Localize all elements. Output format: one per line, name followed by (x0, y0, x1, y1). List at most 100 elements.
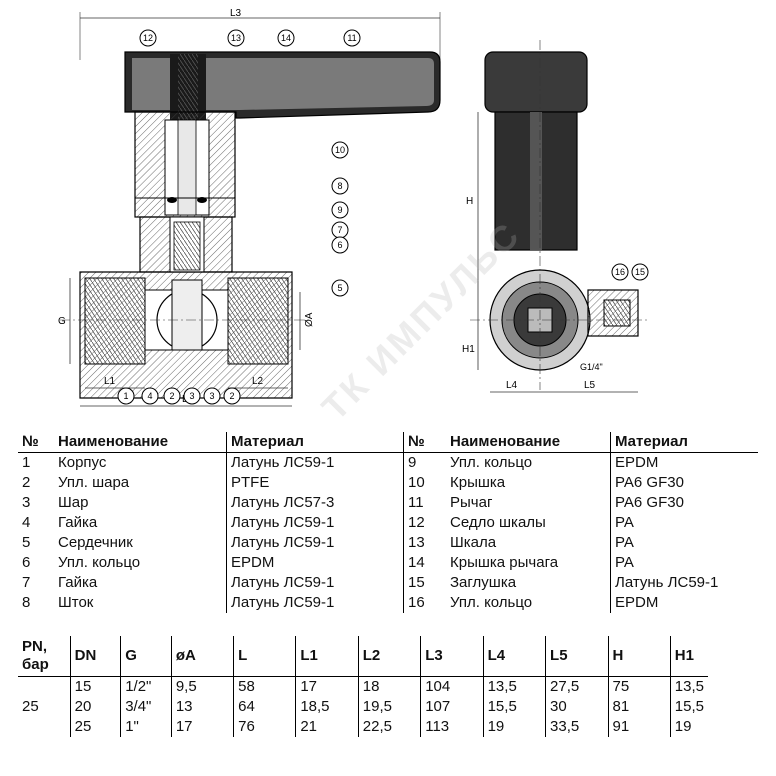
dim-cell: 20 (69, 697, 121, 717)
dim-l2: L2 (228, 376, 288, 389)
col-l5: L5 (545, 636, 608, 677)
part-material: Латунь ЛС59-1 (226, 452, 404, 473)
dim-cell: 21 (295, 717, 359, 737)
col-l2: L2 (357, 636, 421, 677)
part-name: Упл. кольцо (450, 454, 533, 471)
pn-cell (18, 717, 70, 737)
dim-cell: 91 (607, 717, 671, 737)
part-material: PA (610, 513, 758, 533)
dim-cell: 27,5 (545, 676, 608, 697)
dim-cell: 22,5 (357, 717, 421, 737)
callout-2a: 2 (169, 391, 174, 401)
col-name: Наименование (54, 432, 227, 453)
part-material: Латунь ЛС59-1 (226, 593, 404, 613)
part-name: Упл. шара (58, 474, 130, 491)
dim-h-label: H (466, 196, 473, 207)
part-name: Крышка (450, 474, 506, 491)
part-name: Крышка рычага (450, 554, 559, 571)
dim-cell: 13,5 (669, 676, 708, 697)
part-no: 11 (403, 493, 446, 513)
callout-13: 13 (231, 33, 241, 43)
dim-cell: 19 (669, 717, 708, 737)
dims-header-row: PN,бар DN G øA L L1 L2 L3 L4 L5 H H1 (18, 636, 708, 677)
dim-l4-label: L4 (506, 380, 518, 391)
part-material: PA6 GF30 (610, 493, 758, 513)
part-material: EPDM (610, 593, 758, 613)
col-material: Материал (226, 432, 404, 453)
callout-1: 1 (123, 391, 128, 401)
pn-header-2: бар (22, 656, 49, 673)
dim-cell: 30 (545, 697, 608, 717)
dim-cell: 18,5 (295, 697, 359, 717)
part-material: EPDM (610, 452, 758, 473)
dim-cell: 18 (357, 676, 421, 697)
dim-l3-label: L3 (230, 8, 242, 19)
callout-4: 4 (147, 391, 152, 401)
callout-7: 7 (337, 225, 342, 235)
part-name: Упл. кольцо (58, 554, 141, 571)
part-material: Латунь ЛС59-1 (226, 573, 404, 593)
part-material: Латунь ЛС59-1 (226, 533, 404, 553)
callout-3a: 3 (189, 391, 194, 401)
part-material: Латунь ЛС57-3 (226, 493, 404, 513)
dim-cell: 13 (170, 697, 234, 717)
part-no: 10 (403, 473, 446, 493)
pn-cell: 25 (22, 698, 39, 715)
part-material: PA (610, 533, 758, 553)
dim-cell: 1/2" (120, 676, 172, 697)
parts-header-row: № Наименование Материал № Наименование М… (18, 432, 758, 453)
col-a: øA (170, 636, 234, 677)
dim-cell: 75 (607, 676, 671, 697)
dim-cell: 15 (69, 676, 121, 697)
col-no: № (18, 432, 54, 453)
dim-h1-label: H1 (462, 344, 475, 355)
dim-cell: 19,5 (357, 697, 421, 717)
dim-cell: 58 (233, 676, 296, 697)
callout-12: 12 (143, 33, 153, 43)
dim-l4: L4 (490, 380, 540, 393)
part-material: PTFE (226, 473, 404, 493)
dim-l5-label: L5 (584, 380, 596, 391)
dim-g14-label: G1/4" (580, 362, 603, 372)
dim-cell: 81 (607, 697, 671, 717)
col-material: Материал (610, 432, 758, 453)
callout-9: 9 (337, 205, 342, 215)
dim-cell: 9,5 (170, 676, 234, 697)
callouts: 12 13 14 11 10 8 9 7 6 5 1 4 2 3 3 2 16 … (117, 29, 649, 405)
col-h1: H1 (669, 636, 708, 677)
part-name: Седло шкалы (450, 514, 546, 531)
dim-l2-label: L2 (252, 376, 264, 387)
part-material: Латунь ЛС59-1 (610, 573, 758, 593)
part-no: 15 (403, 573, 446, 593)
callout-6: 6 (337, 240, 342, 250)
part-name: Рычаг (450, 494, 493, 511)
callout-10: 10 (335, 145, 345, 155)
callout-14: 14 (281, 33, 291, 43)
dim-cell: 1" (120, 717, 172, 737)
col-g: G (120, 636, 172, 677)
callout-11: 11 (347, 33, 356, 43)
col-l3: L3 (420, 636, 484, 677)
dim-cell: 33,5 (545, 717, 608, 737)
part-no: 12 (403, 513, 446, 533)
col-l1: L1 (295, 636, 359, 677)
part-material: EPDM (226, 553, 404, 573)
dim-l3: L3 (79, 8, 441, 60)
part-name: Шток (58, 594, 94, 611)
side-view (470, 40, 650, 390)
dim-cell: 107 (420, 697, 484, 717)
part-no: 5 (22, 534, 31, 551)
dim-cell: 76 (233, 717, 296, 737)
dim-a: ØA (299, 292, 315, 350)
part-material: PA6 GF30 (610, 473, 758, 493)
